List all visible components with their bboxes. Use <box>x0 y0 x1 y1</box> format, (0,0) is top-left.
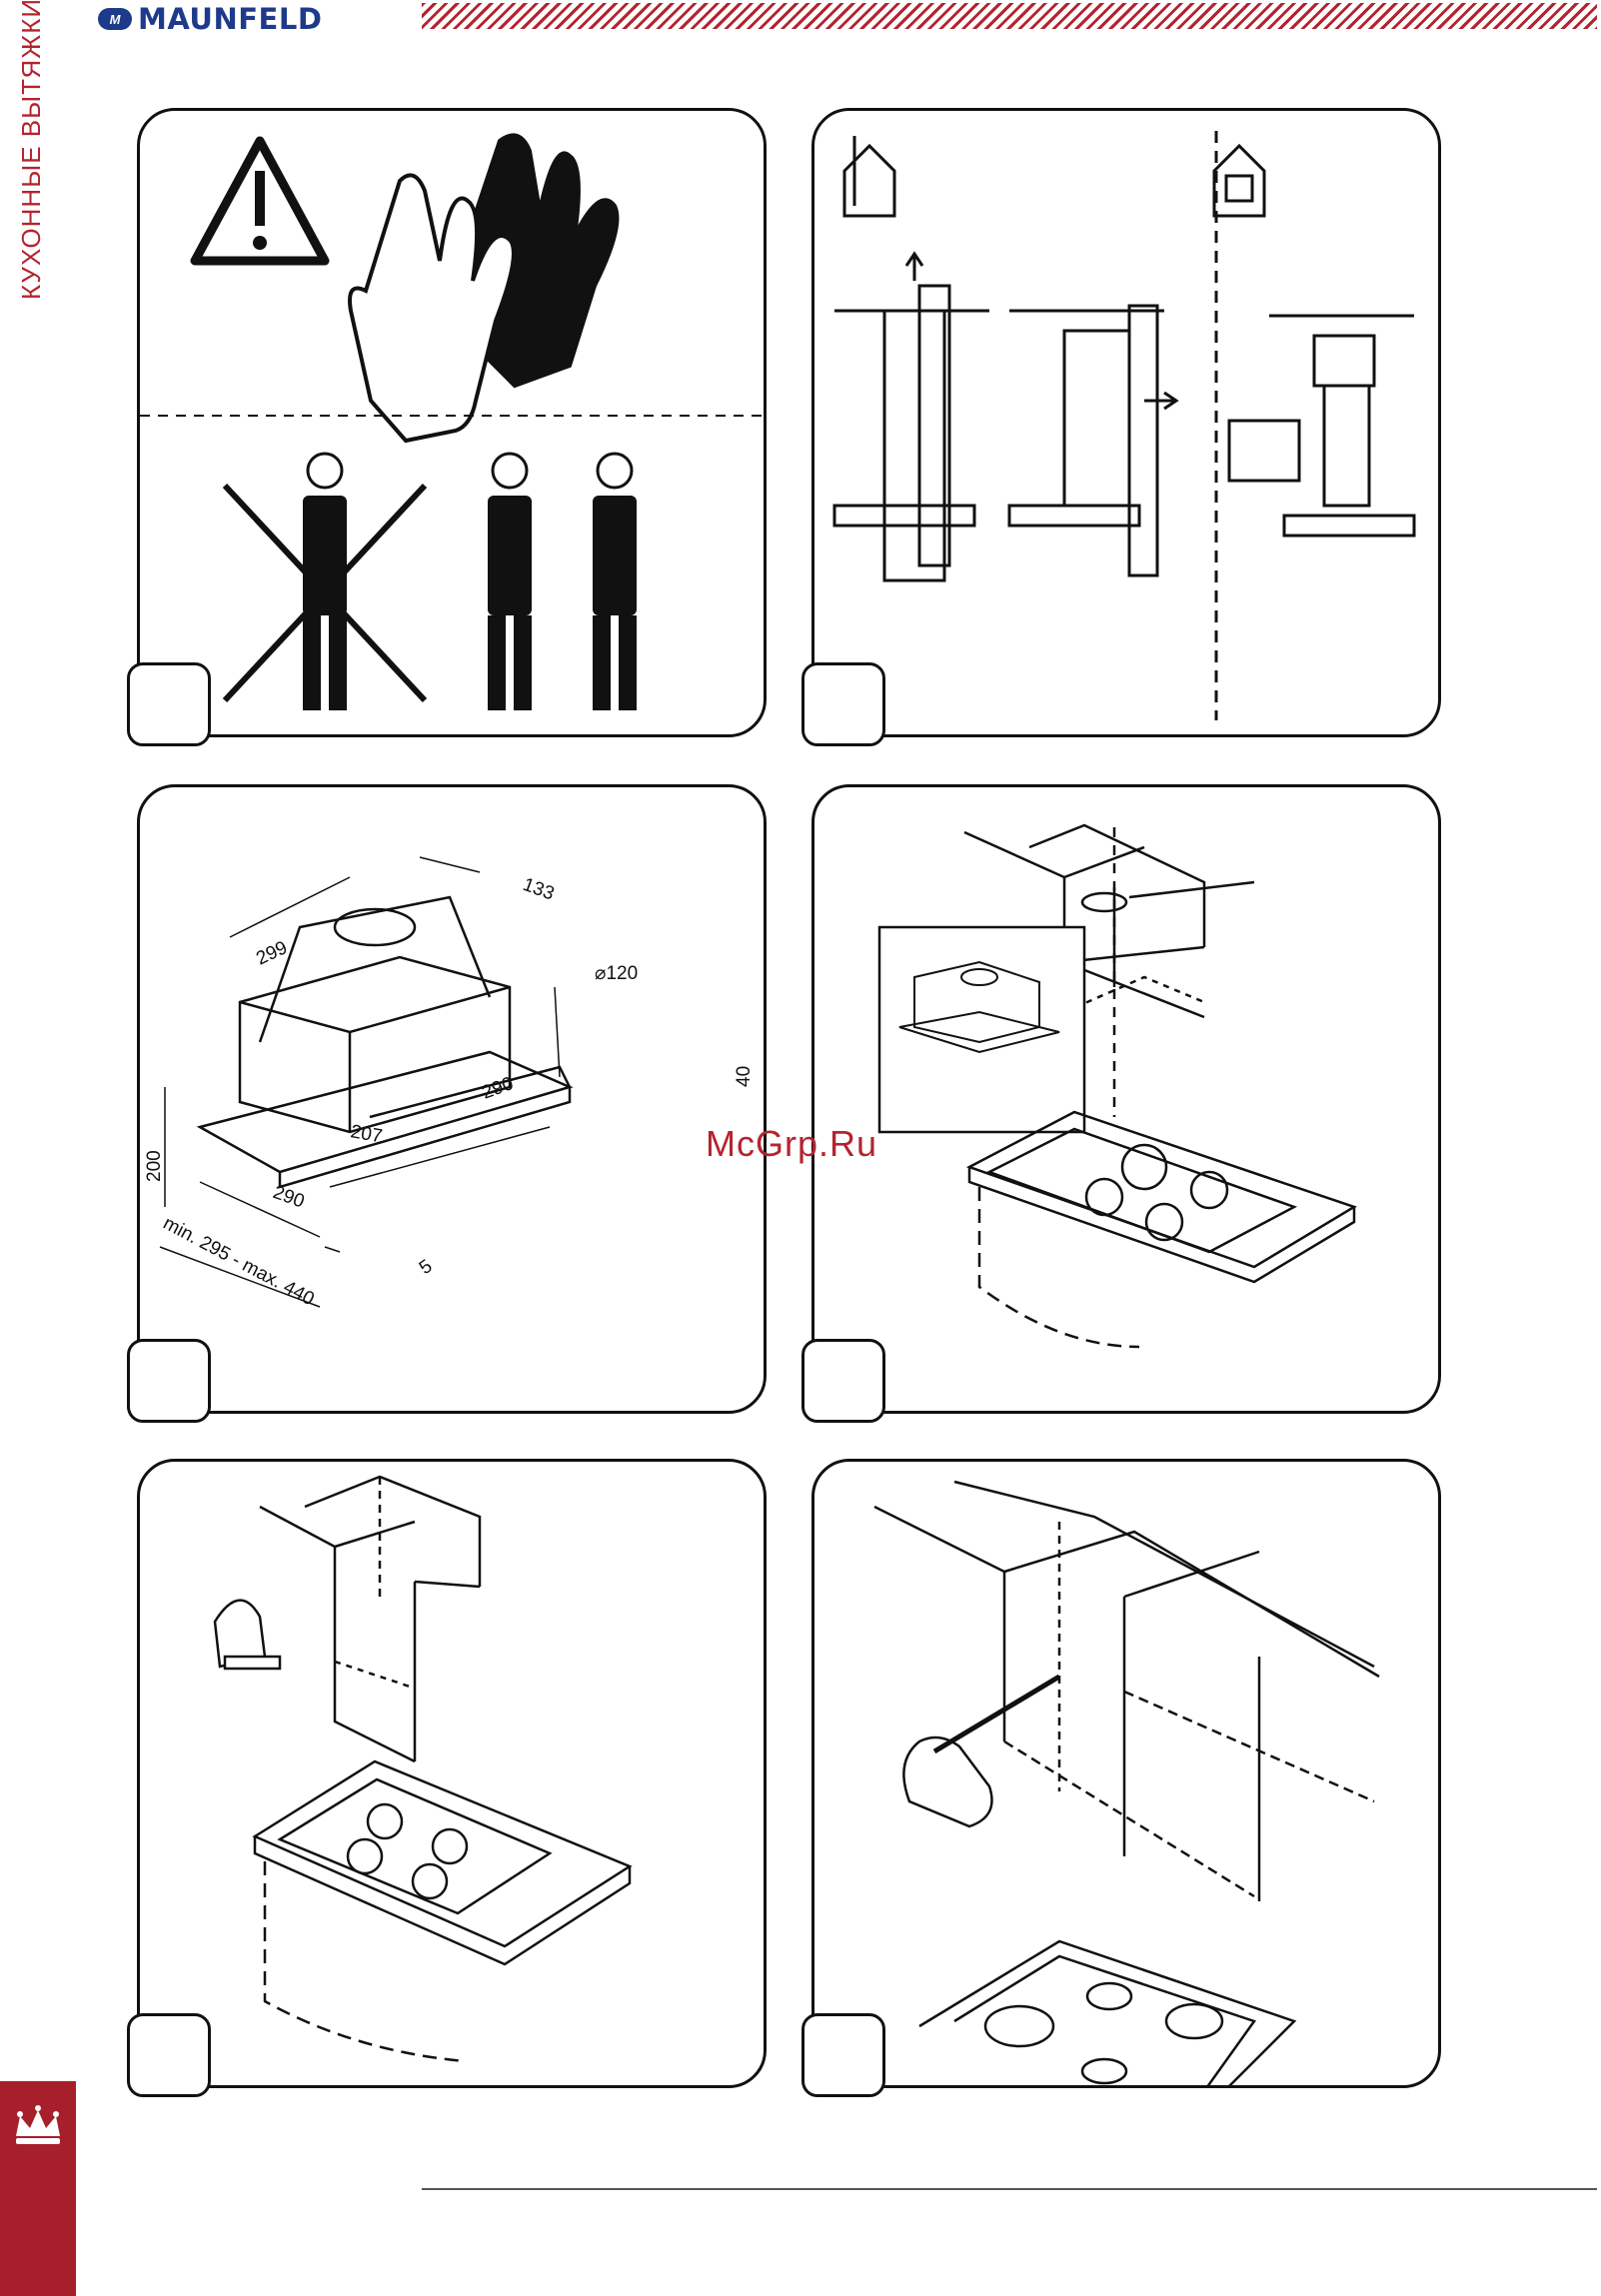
exhaust-diagram-1 <box>834 254 989 580</box>
step-box-3 <box>127 1339 211 1423</box>
dim-height-body: 133 <box>520 874 557 905</box>
dim-min-max: min. 295 - max. 440 <box>160 1213 318 1310</box>
dim-panel-depth: 207 <box>349 1121 384 1147</box>
step-box-6 <box>801 2013 885 2097</box>
house-recirculation-icon <box>1214 146 1264 216</box>
step-box-5 <box>127 2013 211 2097</box>
panel-safety <box>137 108 767 737</box>
dim-depth-top: 299 <box>253 937 291 969</box>
dim-duct: ⌀120 <box>595 963 638 984</box>
dim-front-height: 40 <box>734 1066 755 1087</box>
cabinet-cut-drawing <box>260 1477 480 1761</box>
panel-marking <box>811 1459 1441 2088</box>
step-box-1 <box>127 662 211 746</box>
jigsaw-icon <box>215 1601 280 1669</box>
house-exhaust-icon <box>844 136 894 216</box>
exhaust-diagram-2 <box>1009 306 1176 575</box>
step-box-2 <box>801 662 885 746</box>
wall-cabinets-drawing <box>874 1482 1379 1901</box>
crown-icon <box>8 2096 68 2156</box>
dim-gap: 5 <box>416 1256 437 1279</box>
person-crossed-icon <box>303 454 347 710</box>
logo-mark-icon: M <box>98 8 132 30</box>
header-hatch-band <box>422 3 1597 29</box>
recirculation-diagram <box>1229 316 1414 536</box>
brand-logo: M MAUNFELD <box>98 0 378 38</box>
panel-dimensions: 299 133 ⌀120 40 290 207 200 290 min. 295… <box>137 784 767 1414</box>
gloves-icon <box>350 135 618 441</box>
dim-total-height: 200 <box>144 1150 165 1182</box>
hob-drawing-6 <box>919 1941 1294 2088</box>
hood-drawing <box>200 897 570 1187</box>
dim-bottom-width: 290 <box>270 1182 307 1213</box>
warning-bar <box>255 171 265 226</box>
two-persons-icon <box>488 454 637 710</box>
step-box-4 <box>801 1339 885 1423</box>
section-side-label: КУХОННЫЕ ВЫТЯЖКИ <box>16 0 47 300</box>
hand-pencil-icon <box>903 1677 1059 1826</box>
panel-ventilation <box>811 108 1441 737</box>
panel-cabinet-prep <box>811 784 1441 1414</box>
panel-cutting <box>137 1459 767 2088</box>
hob-drawing <box>969 1112 1354 1347</box>
footer-rule <box>422 2188 1597 2190</box>
warning-dot <box>253 236 267 250</box>
hob-drawing-5 <box>255 1761 630 2061</box>
brand-name: MAUNFELD <box>138 2 322 36</box>
watermark-text: McGrp.Ru <box>706 1123 877 1165</box>
dim-inner-width: 290 <box>480 1073 517 1104</box>
